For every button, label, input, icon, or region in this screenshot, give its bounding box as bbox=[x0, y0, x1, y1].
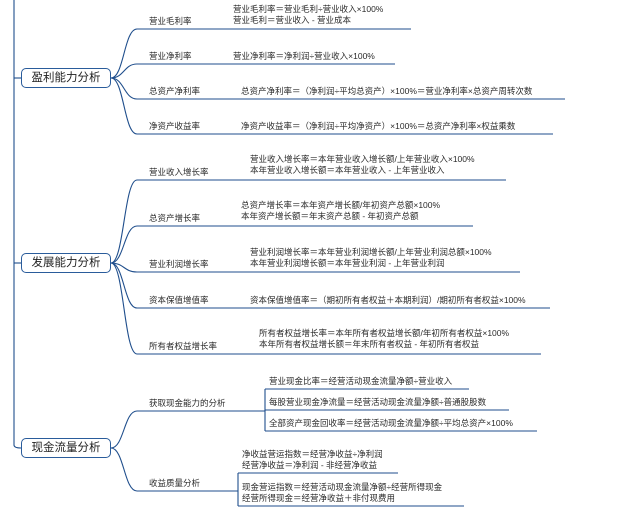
topic-asset-growth[interactable]: 总资产增长率 bbox=[149, 213, 201, 223]
formula-net-margin: 营业净利率＝净利润÷营业收入×100% bbox=[233, 51, 375, 61]
branch-to-topic-line bbox=[110, 28, 138, 79]
topic-equity-growth[interactable]: 所有者权益增长率 bbox=[149, 341, 218, 351]
branch-to-topic-line bbox=[110, 410, 138, 449]
formula-line: 经营净收益＝净利润 - 非经营净收益 bbox=[242, 460, 378, 470]
branch-to-topic-line bbox=[110, 63, 138, 79]
branch-profitability[interactable]: 盈利能力分析 bbox=[21, 68, 111, 88]
formula-line: 营业利润增长率＝本年营业利润增长额/上年营业利润总额×100% bbox=[250, 247, 492, 257]
formula-gross-margin: 营业毛利率＝营业毛利÷营业收入×100% 营业毛利＝营业收入 - 营业成本 bbox=[233, 4, 383, 26]
branch-growth[interactable]: 发展能力分析 bbox=[21, 253, 111, 273]
topic-roe[interactable]: 净资产收益率 bbox=[149, 121, 201, 131]
branch-to-topic-line bbox=[110, 262, 138, 355]
topic-revenue-growth[interactable]: 营业收入增长率 bbox=[149, 167, 209, 177]
topic-earnings-quality[interactable]: 收益质量分析 bbox=[149, 478, 201, 488]
formula-line: 现金营运指数＝经营活动现金流量净额÷经营所得现金 bbox=[242, 482, 443, 492]
formula-line: 经营所得现金＝经营净收益＋非付现费用 bbox=[242, 493, 396, 503]
formula-line: 本年所有者权益增长额＝年末所有者权益 - 年初所有者权益 bbox=[259, 339, 480, 349]
formula-equity-growth: 所有者权益增长率＝本年所有者权益增长额/年初所有者权益×100% 本年所有者权益… bbox=[259, 328, 509, 350]
formula-operating-cash-ratio: 营业现金比率＝经营活动现金流量净额÷营业收入 bbox=[269, 376, 453, 386]
formula-line: 营业收入增长率＝本年营业收入增长额/上年营业收入×100% bbox=[250, 154, 475, 164]
formula-revenue-growth: 营业收入增长率＝本年营业收入增长额/上年营业收入×100% 本年营业收入增长额＝… bbox=[250, 154, 475, 176]
branch-to-topic-line bbox=[110, 262, 138, 309]
formula-line: 总资产增长率＝本年资产增长额/年初资产总额×100% bbox=[241, 200, 441, 210]
formula-cash-per-share: 每股营业现金净流量＝经营活动现金流量净额÷普通股股数 bbox=[269, 397, 487, 407]
formula-roa: 总资产净利率＝（净利润÷平均总资产）×100%＝营业净利率×总资产周转次数 bbox=[241, 86, 533, 96]
topic-net-margin[interactable]: 营业净利率 bbox=[149, 51, 192, 61]
formula-capital-preservation: 资本保值增值率＝（期初所有者权益＋本期利润）/期初所有者权益×100% bbox=[250, 295, 526, 305]
formula-line: 本年资产增长额＝年末资产总额 - 年初资产总额 bbox=[241, 211, 419, 221]
formula-line: 营业毛利＝营业收入 - 营业成本 bbox=[233, 15, 352, 25]
formula-line: 营业毛利率＝营业毛利÷营业收入×100% bbox=[233, 4, 384, 14]
topic-gross-margin[interactable]: 营业毛利率 bbox=[149, 16, 192, 26]
formula-operating-profit-growth: 营业利润增长率＝本年营业利润增长额/上年营业利润总额×100% 本年营业利润增长… bbox=[250, 247, 492, 269]
formula-roe: 净资产收益率＝（净利润÷平均净资产）×100%＝总资产净利率×权益乘数 bbox=[241, 121, 516, 131]
topic-operating-profit-growth[interactable]: 营业利润增长率 bbox=[149, 259, 209, 269]
branch-to-topic-line bbox=[110, 225, 138, 264]
formula-line: 本年营业收入增长额＝本年营业收入 - 上年营业收入 bbox=[250, 165, 445, 175]
formula-line: 本年营业利润增长额＝本年营业利润 - 上年营业利润 bbox=[250, 258, 445, 268]
topic-capital-preservation[interactable]: 资本保值增值率 bbox=[149, 295, 209, 305]
formula-asset-cash-recovery: 全部资产现金回收率＝经营活动现金流量净额÷平均总资产×100% bbox=[269, 418, 513, 428]
topic-roa[interactable]: 总资产净利率 bbox=[149, 86, 201, 96]
branch-to-topic-line bbox=[110, 447, 138, 492]
formula-net-income-operating-index: 净收益营运指数＝经营净收益÷净利润 经营净收益＝净利润 - 非经营净收益 bbox=[242, 449, 383, 471]
formula-cash-operating-index: 现金营运指数＝经营活动现金流量净额÷经营所得现金 经营所得现金＝经营净收益＋非付… bbox=[242, 482, 442, 504]
branch-to-topic-line bbox=[110, 179, 138, 264]
branch-cashflow[interactable]: 现金流量分析 bbox=[21, 438, 111, 458]
root-trunk-line bbox=[13, 0, 22, 449]
formula-line: 净收益营运指数＝经营净收益÷净利润 bbox=[242, 449, 383, 459]
topic-cash-acquisition[interactable]: 获取现金能力的分析 bbox=[149, 398, 226, 408]
formula-asset-growth: 总资产增长率＝本年资产增长额/年初资产总额×100% 本年资产增长额＝年末资产总… bbox=[241, 200, 440, 222]
branch-to-topic-line bbox=[110, 77, 138, 100]
formula-line: 所有者权益增长率＝本年所有者权益增长额/年初所有者权益×100% bbox=[259, 328, 510, 338]
branch-to-topic-line bbox=[110, 77, 138, 135]
